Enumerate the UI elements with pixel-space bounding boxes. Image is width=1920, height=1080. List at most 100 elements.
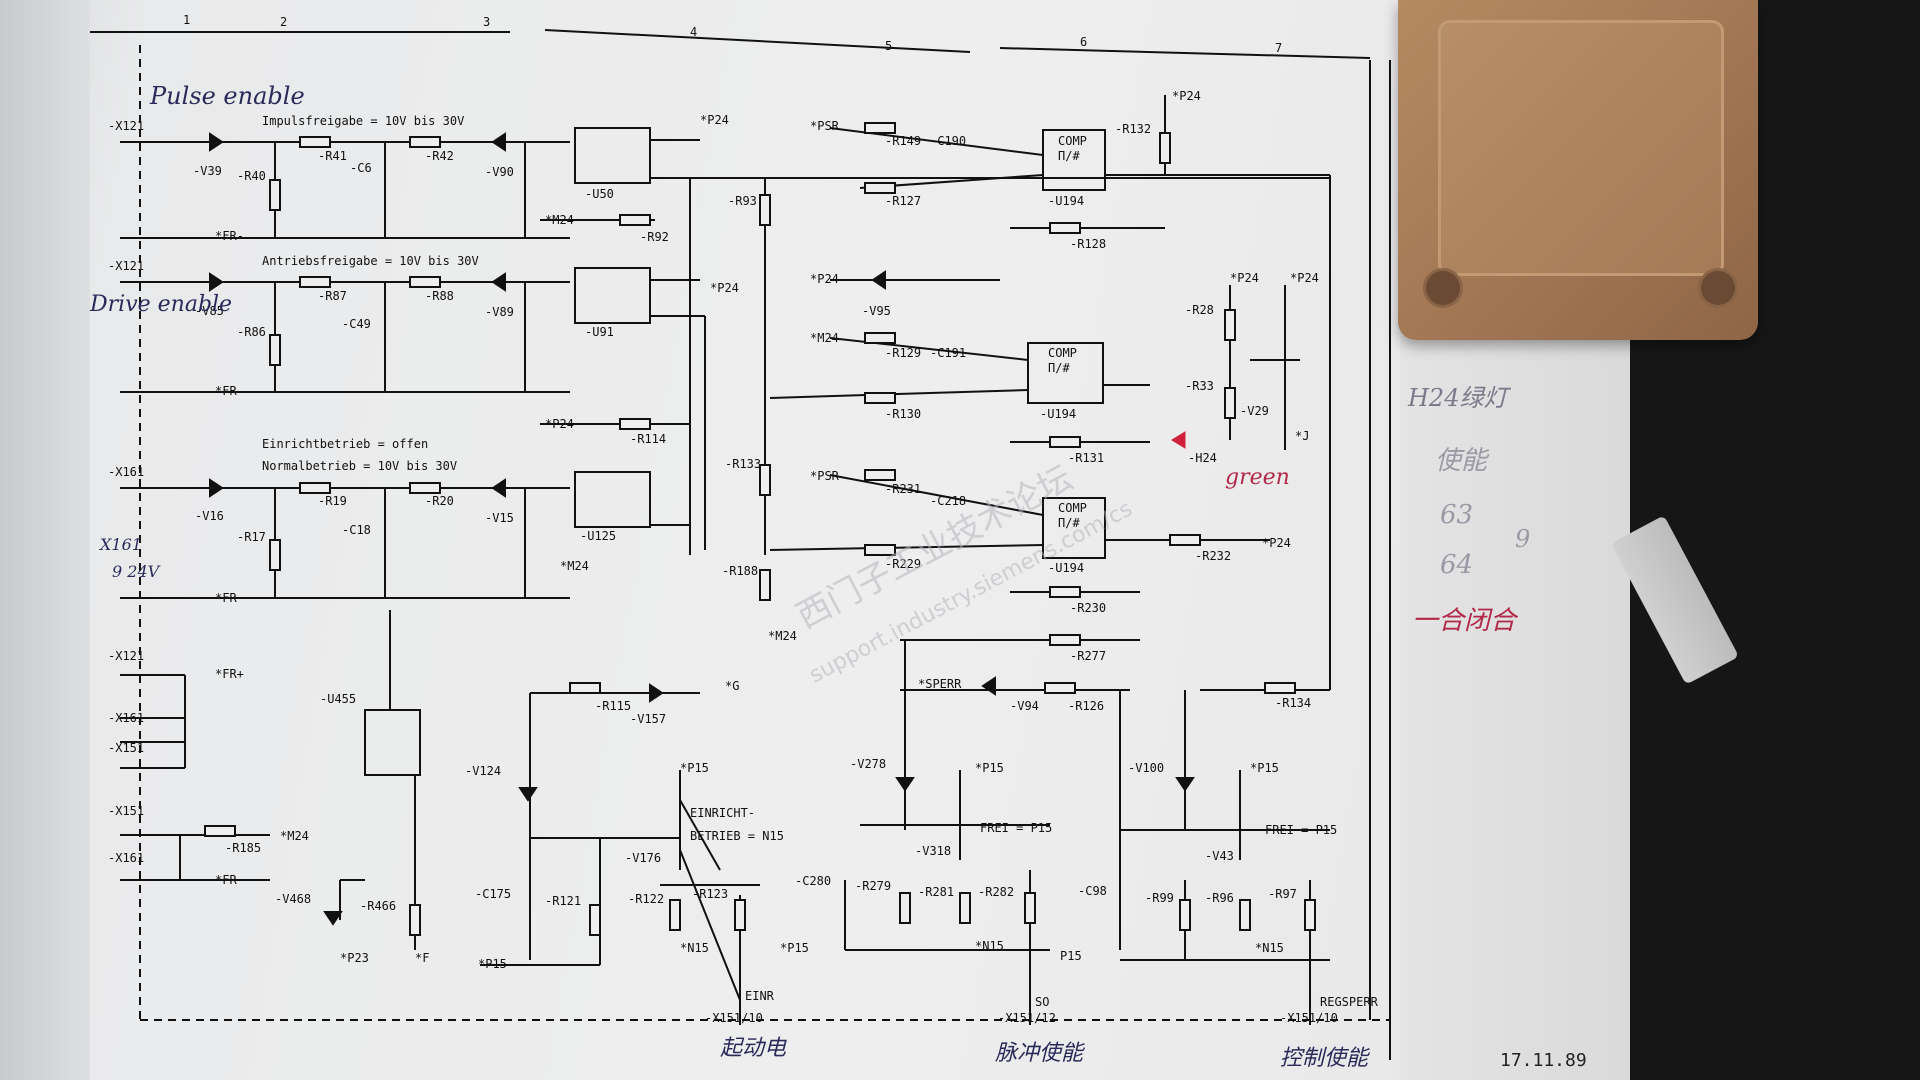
label-r96: -R96 — [1205, 891, 1234, 905]
label-r134: -R134 — [1275, 696, 1311, 710]
net-p24-4: *P24 — [1172, 89, 1201, 103]
label-v176: -V176 — [625, 851, 661, 865]
net-fr-4: *FR- — [215, 873, 244, 887]
label-r128: -R128 — [1070, 237, 1106, 251]
label-c49: -C49 — [342, 317, 371, 331]
pulse-title: Impulsfreigabe = 10V bis 30V — [262, 114, 464, 128]
annotation-x161: X161 — [100, 535, 142, 554]
label-comp1: COMP — [1058, 134, 1087, 148]
label-r97: -R97 — [1268, 887, 1297, 901]
label-comp1-sub: Π/# — [1058, 149, 1080, 163]
label-r277: -R277 — [1070, 649, 1106, 663]
annotation-63: 63 — [1440, 500, 1474, 530]
label-v124: -V124 — [465, 764, 501, 778]
terminal-x121-2: -X121 — [108, 259, 144, 273]
label-r41: -R41 — [318, 149, 347, 163]
label-r92: -R92 — [640, 230, 669, 244]
annotation-24v: 9 24V — [112, 562, 160, 581]
label-r230: -R230 — [1070, 601, 1106, 615]
terminal-einr: EINR — [745, 989, 775, 1003]
label-c191: -C191 — [930, 346, 966, 360]
annotation-drive-enable: Drive enable — [90, 292, 233, 317]
net-p24-7: *P24 — [1290, 271, 1319, 285]
net-psr-1: *PSR — [810, 119, 840, 133]
label-r229: -R229 — [885, 557, 921, 571]
label-frei1: FREI = P15 — [980, 821, 1052, 835]
label-v95: -V95 — [862, 304, 891, 318]
annotation-green: green — [1225, 465, 1290, 490]
label-r188: -R188 — [722, 564, 758, 578]
label-r132: -R132 — [1115, 122, 1151, 136]
label-r88: -R88 — [425, 289, 454, 303]
net-m24-1: *M24 — [545, 213, 574, 227]
label-v157: -V157 — [630, 712, 666, 726]
annotation-9: 9 — [1515, 525, 1531, 553]
module-mount-hole-left — [1423, 268, 1463, 308]
left-page-edge — [0, 0, 90, 1080]
annotation-bottom-2: 脉冲使能 — [995, 1041, 1084, 1066]
net-n15-3: *N15 — [1255, 941, 1284, 955]
net-fr-2: *FR- — [215, 384, 244, 398]
label-r17: -R17 — [237, 530, 266, 544]
net-p24-5: *P24 — [810, 272, 839, 286]
module-mount-hole-right — [1698, 268, 1738, 308]
label-comp3: COMP — [1058, 501, 1087, 515]
terminal-x121-1: -X121 — [108, 119, 144, 133]
label-frei2: FREI = P15 — [1265, 823, 1337, 837]
net-p23: *P23 — [340, 951, 369, 965]
label-r28: -R28 — [1185, 303, 1214, 317]
label-r93: -R93 — [728, 194, 757, 208]
label-r281: -R281 — [918, 885, 954, 899]
sheet-number-7: 7 — [1275, 41, 1282, 55]
label-v278: -V278 — [850, 757, 886, 771]
label-r231: -R231 — [885, 482, 921, 496]
label-r99: -R99 — [1145, 891, 1174, 905]
label-u194a: -U194 — [1048, 194, 1084, 208]
sheet-number-6: 6 — [1080, 35, 1087, 49]
label-r149: -R149 — [885, 134, 921, 148]
label-r131: -R131 — [1068, 451, 1104, 465]
label-u50: -U50 — [585, 187, 614, 201]
label-r115: -R115 — [595, 699, 631, 713]
net-n15-1: *N15 — [680, 941, 709, 955]
net-frp: *FR+ — [215, 667, 244, 681]
terminal-bottom-3: -X151/10 — [1280, 1011, 1338, 1025]
label-r126: -R126 — [1068, 699, 1104, 713]
label-betrieb: BETRIEB = N15 — [690, 829, 784, 843]
net-p24-6: *P24 — [1230, 271, 1259, 285]
net-j: *J — [1295, 429, 1309, 443]
annotation-pulse-enable: Pulse enable — [150, 82, 305, 110]
net-psr-2: *PSR — [810, 469, 840, 483]
net-m24-5: *M24 — [810, 331, 839, 345]
sheet-number-2: 2 — [280, 15, 287, 29]
label-comp2: COMP — [1048, 346, 1077, 360]
sheet-number-4: 4 — [690, 25, 697, 39]
terminal-x151-2: -X151 — [108, 804, 144, 818]
sheet-number-5: 5 — [885, 39, 892, 53]
terminal-bottom-1: -X151/10 — [705, 1011, 763, 1025]
label-r127: -R127 — [885, 194, 921, 208]
annotation-enable-note: 使能 — [1435, 446, 1488, 476]
label-comp2-sub: Π/# — [1048, 361, 1070, 375]
net-p15-2: *P15 — [680, 761, 709, 775]
net-fr-1: *FR- — [215, 229, 244, 243]
terminal-x161-1: -X161 — [108, 465, 144, 479]
normal-title: Normalbetrieb = 10V bis 30V — [262, 459, 457, 473]
label-v468: -V468 — [275, 892, 311, 906]
net-p15b: P15 — [1060, 949, 1082, 963]
label-einricht: EINRICHT- — [690, 806, 755, 820]
net-p15-4: *P15 — [780, 941, 809, 955]
label-v15: -V15 — [485, 511, 514, 525]
net-f: *F — [415, 951, 429, 965]
label-v85: -V85 — [195, 304, 224, 318]
label-r87: -R87 — [318, 289, 347, 303]
label-r19: -R19 — [318, 494, 347, 508]
net-fr-3: *FR- — [215, 591, 244, 605]
label-r282: -R282 — [978, 885, 1014, 899]
label-v100: -V100 — [1128, 761, 1164, 775]
net-p15-1: *P15 — [478, 957, 507, 971]
document-date: 17.11.89 — [1500, 1050, 1587, 1071]
label-r279: -R279 — [855, 879, 891, 893]
annotation-64: 64 — [1440, 550, 1474, 580]
